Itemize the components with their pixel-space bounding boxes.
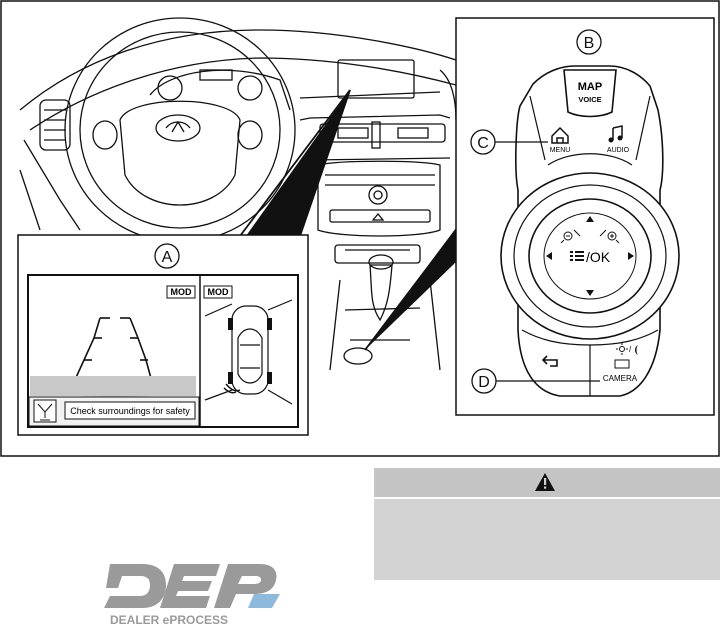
warning-body: [374, 497, 720, 580]
panel-b: B MAP VOICE MENU AUDIO: [456, 18, 714, 415]
camera-label: CAMERA: [603, 374, 638, 383]
rear-view-mode-badge: MOD: [171, 287, 192, 297]
ok-label: /OK: [586, 249, 611, 265]
around-view-mode-badge: MOD: [208, 287, 229, 297]
audio-label: AUDIO: [607, 147, 630, 154]
warning-triangle-icon: [534, 472, 556, 492]
safety-message: Check surroundings for safety: [70, 406, 190, 416]
voice-label: VOICE: [578, 95, 601, 104]
list-icon: [570, 251, 584, 261]
callout-b-label: B: [584, 35, 595, 52]
warning-box: [374, 468, 720, 578]
menu-label: MENU: [550, 147, 571, 154]
callout-a-label: A: [162, 249, 173, 266]
dealer-eprocess-logo: DEALER ePROCESS: [104, 558, 280, 628]
map-label: MAP: [578, 81, 602, 93]
callout-d-label: D: [478, 374, 490, 391]
panel-a: A MOD Check surrounding: [18, 235, 308, 435]
warning-header: [374, 468, 720, 497]
map-voice-button[interactable]: [564, 70, 616, 117]
callout-c-label: C: [477, 135, 489, 152]
logo-tagline: DEALER ePROCESS: [110, 613, 228, 627]
controller-diagram: A MOD Check surrounding: [0, 0, 721, 458]
